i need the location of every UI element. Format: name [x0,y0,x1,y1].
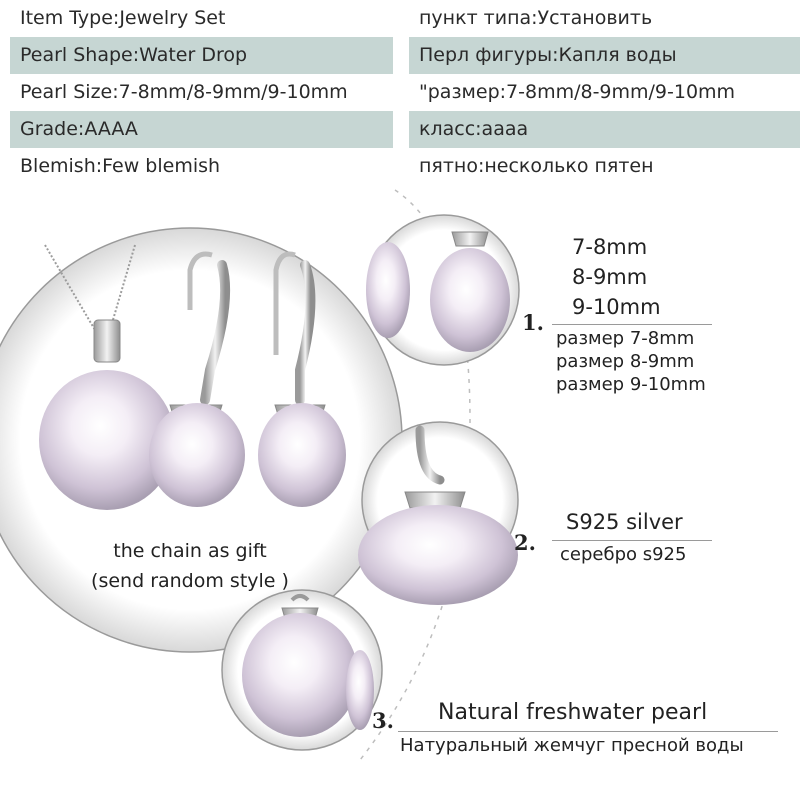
spec-row-pearl-size: Pearl Size:7-8mm/8-9mm/9-10mm "размер:7-… [10,74,800,111]
spec-ru: пункт типа:Установить [419,7,653,29]
earring-left [149,251,245,507]
spec-table: Item Type:Jewelry Set пункт типа:Установ… [10,0,800,185]
feature-2-label-en: S925 silver [566,510,683,534]
feature-1-size-ru-2: размер 8-9mm [556,351,695,372]
feature-1-size-en-3: 9-10mm [572,295,661,319]
chain [44,244,136,331]
feature-1-size-ru-1: размер 7-8mm [556,328,695,349]
feature-2-number: 2. [514,530,536,555]
feature-1-size-ru-3: размер 9-10mm [556,374,706,395]
feature-3-underline [398,731,778,732]
pendant [39,319,175,510]
feature-1-size-en-2: 8-9mm [572,265,648,289]
detail-circle-2 [358,421,519,605]
spec-en: Pearl Shape:Water Drop [10,37,393,74]
detail-circle-3 [221,589,383,751]
spec-row-grade: Grade:AAAA класс:аааа [10,111,800,148]
feature-2-underline [552,540,712,541]
spec-ru: Перл фигуры:Капля воды [409,37,800,74]
feature-3-label-en: Natural freshwater pearl [438,700,708,725]
spec-en: Grade:AAAA [10,111,393,148]
feature-1-size-en-1: 7-8mm [572,235,648,259]
spec-en: Blemish:Few blemish [20,155,221,177]
spec-en: Pearl Size:7-8mm/8-9mm/9-10mm [20,81,348,103]
feature-3-number: 3. [372,708,394,733]
spec-row-item-type: Item Type:Jewelry Set пункт типа:Установ… [10,0,800,37]
feature-2-label-ru: серебро s925 [560,544,687,565]
spec-row-blemish: Blemish:Few blemish пятно:несколько пяте… [10,148,800,185]
feature-1-underline [552,324,712,325]
spec-ru: класс:аааа [409,111,800,148]
spec-en: Item Type:Jewelry Set [20,7,226,29]
feature-3-label-ru: Натуральный жемчуг пресной воды [400,735,744,756]
spec-row-pearl-shape: Pearl Shape:Water Drop Перл фигуры:Капля… [10,37,800,74]
spec-ru: пятно:несколько пятен [419,155,654,177]
earring-right [258,251,346,507]
feature-1-number: 1. [522,310,544,335]
spec-ru: "размер:7-8mm/8-9mm/9-10mm [419,81,736,103]
gift-note-line2: (send random style ) [91,570,289,592]
gift-note-line1: the chain as gift [113,540,267,562]
detail-circle-1 [366,214,520,366]
